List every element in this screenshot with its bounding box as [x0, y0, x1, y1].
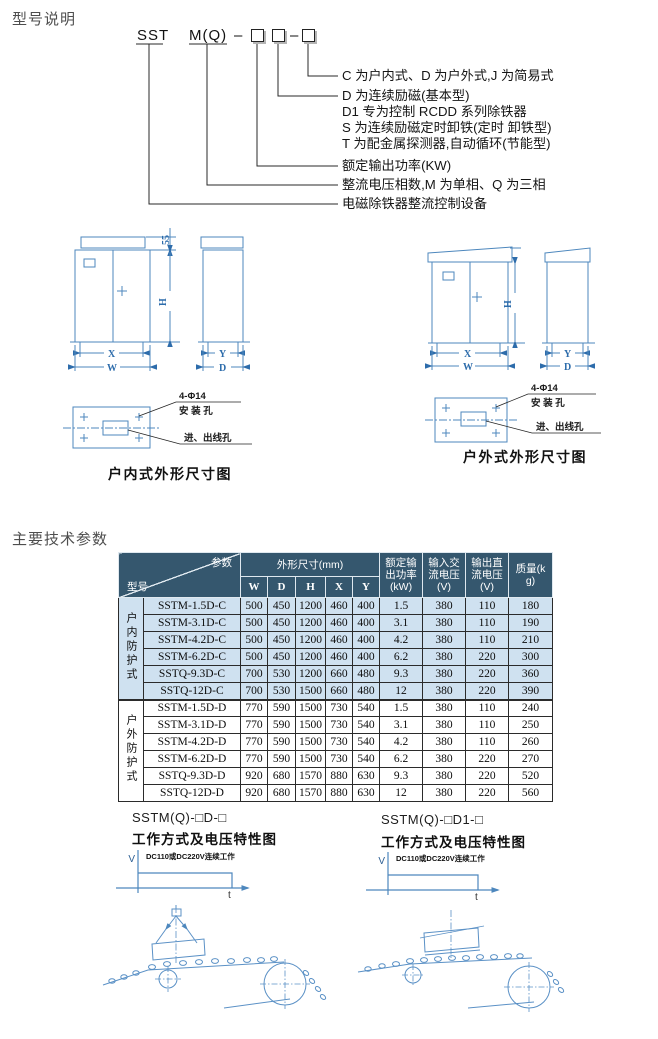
right-t-axis-label: t — [475, 892, 478, 903]
wire-hole-label: 进、出线孔 — [184, 432, 232, 444]
outdoor-mounting-view — [425, 397, 517, 443]
model-code-dash-2: – — [290, 27, 300, 44]
model-code-dash-1: – — [234, 27, 244, 44]
left-v-axis-label: V — [128, 854, 135, 865]
dim-label-h: H — [503, 300, 514, 308]
outdoor-side-view — [539, 247, 596, 370]
mount-hole-size-label: 4-Φ14 — [179, 391, 207, 402]
outdoor-front-view — [424, 246, 525, 370]
header-col-h: H — [295, 576, 326, 598]
model-code-label: 整流电压相数,M 为单相、Q 为三相 — [342, 177, 546, 192]
model-code-label: S 为连续励磁定时卸铁(定时 卸铁型) — [342, 120, 552, 135]
model-code-box-3 — [302, 29, 315, 42]
right-v-axis-label: V — [378, 856, 385, 867]
header-input-voltage: 输入交流电压(V) — [422, 552, 467, 598]
indoor-leader-lines — [127, 401, 252, 445]
section-title-main-parameters: 主要技术参数 — [12, 531, 109, 548]
indoor-side-view — [195, 236, 251, 371]
dim-label-y: Y — [564, 349, 572, 360]
material-pieces — [108, 956, 327, 1000]
header-mass: 质量(kg) — [508, 552, 554, 598]
mount-hole-label: 安 装 孔 — [531, 397, 565, 409]
model-code-box-1 — [251, 29, 264, 42]
dim-label-x: X — [464, 349, 472, 360]
model-code-phase: M(Q) — [189, 27, 228, 44]
dim-label-d: D — [564, 362, 571, 373]
outdoor-leader-lines — [485, 393, 601, 434]
header-col-w: W — [240, 576, 268, 598]
parameters-table: 参数 型号 外形尺寸(mm) 额定输出功率(kW) 输入交流电压(V) 输出直流… — [118, 552, 554, 802]
dim-label-d: D — [219, 363, 226, 374]
header-diagonal-cell: 参数 型号 — [118, 552, 241, 598]
dim-label-w: W — [463, 362, 473, 373]
mount-hole-label: 安 装 孔 — [179, 405, 213, 417]
conveyor-diagram-left — [102, 905, 327, 1009]
header-col-y: Y — [351, 576, 381, 598]
header-model: 型号 — [127, 581, 148, 593]
model-code-label: 电磁除铁器整流控制设备 — [342, 196, 488, 211]
indoor-mounting-view — [63, 406, 160, 449]
model-code-label: D 为连续励磁(基本型) — [342, 88, 470, 103]
bottom-diagrams: V t DC110或DC220V连续工作 V t DC110或DC220V连续工… — [102, 850, 565, 1012]
right-chart-model: SSTM(Q)-□D1-□ — [381, 812, 484, 827]
dim-label-w: W — [107, 363, 117, 374]
header-col-x: X — [325, 576, 353, 598]
header-col-d: D — [267, 576, 296, 598]
indoor-drawing-caption: 户内式外形尺寸图 — [108, 466, 232, 482]
model-code-label: T 为配金属探测器,自动循环(节能型) — [342, 136, 551, 151]
material-pieces — [364, 953, 565, 993]
left-chart-title: 工作方式及电压特性图 — [132, 832, 277, 847]
header-output-voltage: 输出直流电压(V) — [465, 552, 510, 598]
model-code-label: D1 专为控制 RCDD 系列除铁器 — [342, 104, 527, 119]
header-dimensions: 外形尺寸(mm) — [239, 552, 381, 577]
conveyor-diagram-right — [357, 910, 565, 1012]
left-t-axis-label: t — [228, 890, 231, 901]
dim-label-x: X — [108, 349, 116, 360]
group-label-indoor: 户内防护式 — [118, 597, 144, 700]
section-title-model-description: 型号说明 — [12, 11, 77, 28]
dim-label-h: H — [158, 298, 169, 306]
header-param: 参数 — [211, 557, 232, 569]
left-chart-annotation: DC110或DC220V连续工作 — [146, 851, 235, 861]
model-code-label: 额定输出功率(KW) — [342, 158, 452, 173]
model-code-label: C 为户内式、D 为户外式,J 为简易式 — [342, 68, 554, 83]
header-rated-power: 额定输出功率(kW) — [379, 552, 424, 598]
dim-label-y: Y — [219, 349, 227, 360]
indoor-front-view — [67, 228, 180, 371]
model-code-box-2 — [272, 29, 285, 42]
model-connector-lines — [136, 43, 338, 205]
mount-hole-size-label: 4-Φ14 — [531, 383, 559, 394]
waveform-chart-right — [366, 852, 500, 895]
group-label-outdoor: 户外防护式 — [118, 698, 144, 802]
wire-hole-label: 进、出线孔 — [536, 421, 584, 433]
left-chart-model: SSTM(Q)-□D-□ — [132, 810, 227, 825]
outdoor-drawing-caption: 户外式外形尺寸图 — [463, 449, 587, 465]
waveform-chart-left — [116, 850, 250, 893]
dimension-drawings: 55 H X W Y D 4-Φ14 安 装 孔 进、出线孔 — [63, 228, 601, 482]
right-chart-annotation: DC110或DC220V连续工作 — [396, 853, 485, 863]
model-code-prefix: SST — [137, 27, 170, 44]
right-chart-title: 工作方式及电压特性图 — [381, 835, 526, 850]
dim-label-55: 55 — [161, 235, 172, 245]
